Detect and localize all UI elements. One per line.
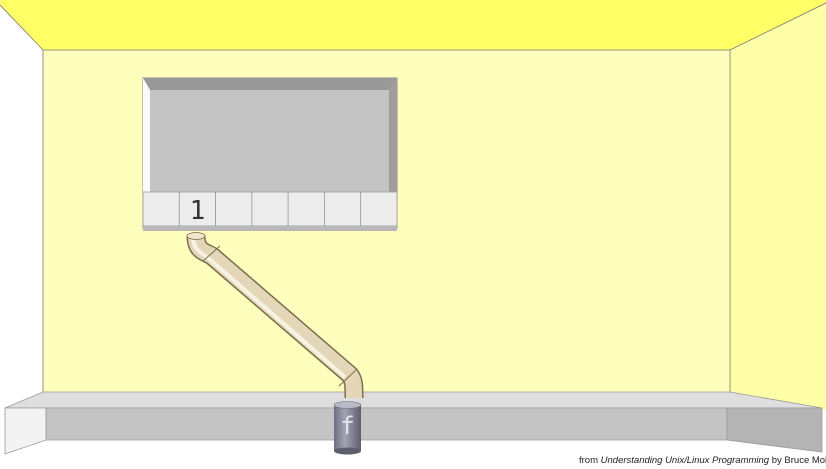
credit-suffix: by Bruce Molay <box>771 455 826 466</box>
cylinder-body <box>334 405 361 451</box>
fd-slot <box>287 191 325 227</box>
ceiling <box>0 0 826 50</box>
slot-row-base <box>143 226 397 231</box>
fd-slot <box>142 191 180 227</box>
credit-book-title: Understanding Unix/Linux Programming <box>600 455 770 466</box>
cylinder-top <box>333 401 362 409</box>
shelf-top <box>4 391 823 409</box>
fd-slot <box>360 191 398 227</box>
screen-bevel-top <box>143 78 397 90</box>
fd-slot <box>215 191 253 227</box>
fd-slot-label: 1 <box>190 196 206 226</box>
pipe-joint-upper <box>202 245 221 262</box>
room-edges <box>0 2 826 51</box>
pipe-joint-lower <box>338 369 357 387</box>
room <box>0 0 826 410</box>
fd-slot <box>324 191 362 227</box>
shelf-back-face <box>45 407 728 441</box>
shelf-right-end <box>726 407 823 453</box>
right-wall <box>730 3 826 410</box>
file-cylinder: f <box>333 401 362 455</box>
pipe-highlight <box>191 236 347 379</box>
file-label: f <box>340 412 354 440</box>
screen-panel <box>150 90 389 192</box>
credit-prefix: from <box>579 455 601 466</box>
fd-table: 1 <box>142 77 398 231</box>
pipe-top-end <box>186 232 206 240</box>
floor-shelf <box>4 391 823 455</box>
pipe <box>186 232 364 399</box>
screen-bevel-right <box>389 78 397 192</box>
shelf-left-end <box>4 407 47 455</box>
fd-slots: 1 <box>142 191 398 227</box>
credit-line: from Understanding Unix/Linux Programmin… <box>579 455 826 466</box>
cylinder-bottom <box>334 447 361 455</box>
pipe-fill <box>188 235 362 399</box>
fd-slot <box>251 191 289 227</box>
screen-bevel-left <box>143 78 150 192</box>
left-wall <box>0 5 43 410</box>
